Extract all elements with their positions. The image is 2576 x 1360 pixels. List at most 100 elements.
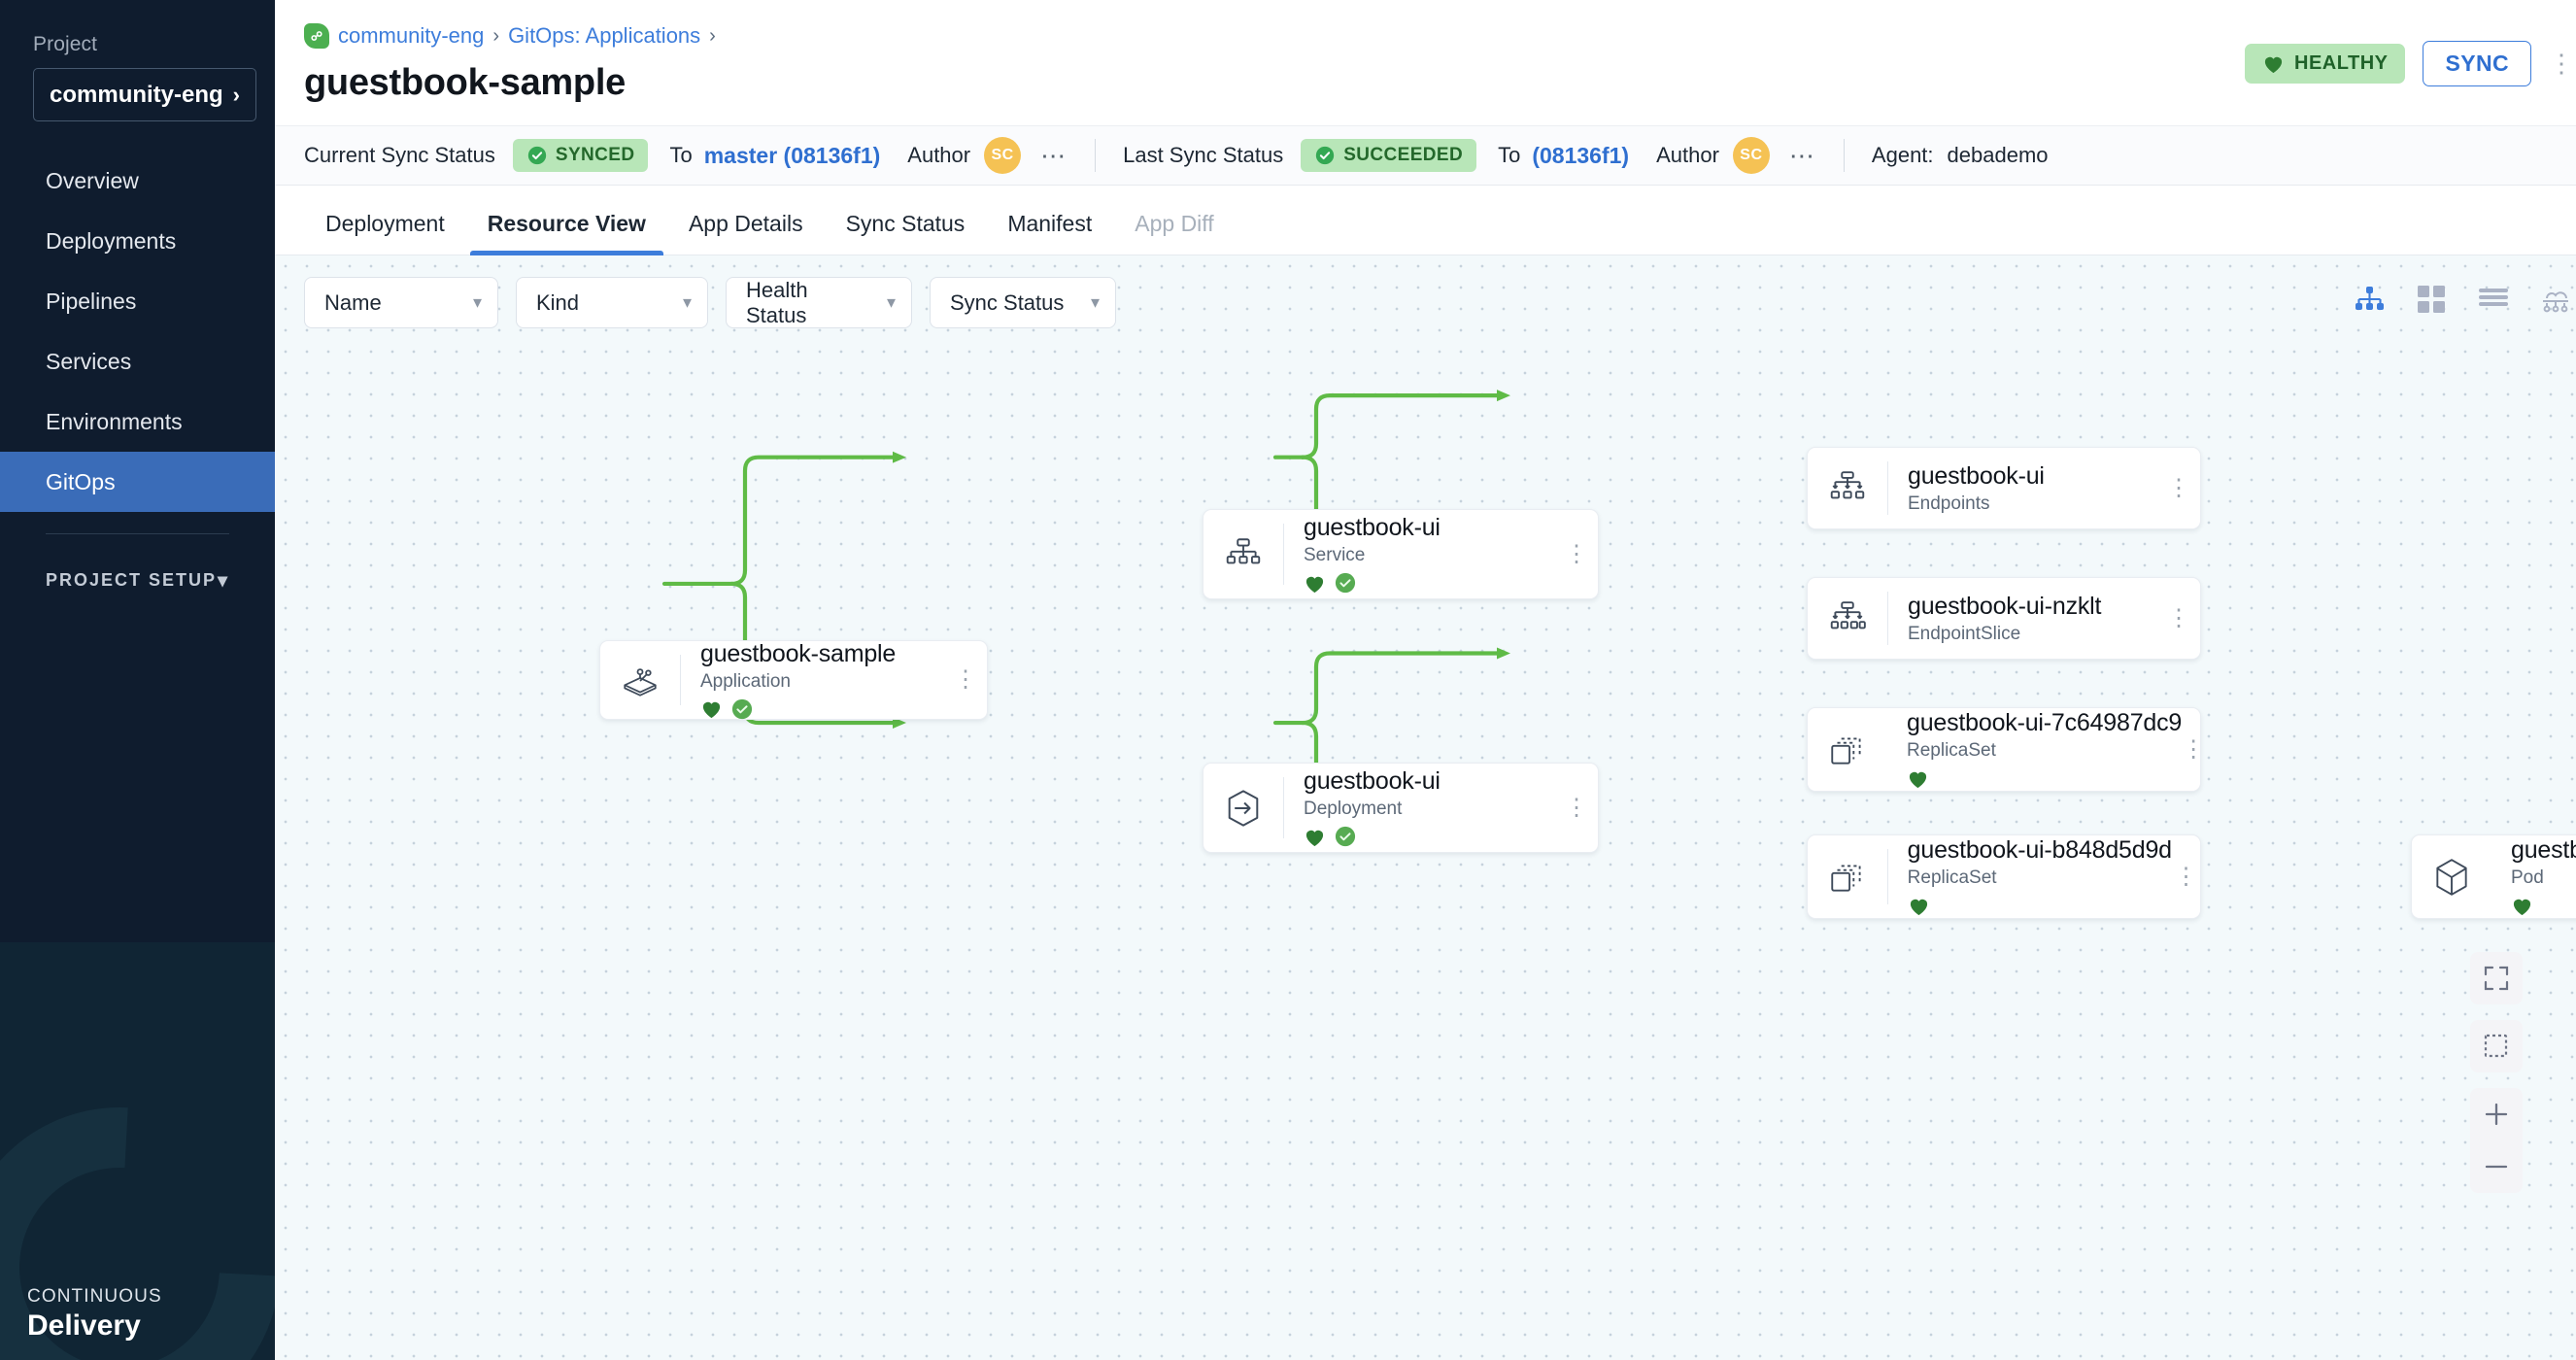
node-kind: Deployment bbox=[1304, 799, 1403, 819]
node-replicaset-guestbook-ui-b848d5d9d[interactable]: guestbook-ui-b848d5d9d ReplicaSet ⋮ bbox=[1807, 834, 2201, 919]
node-deployment-guestbook-ui[interactable]: guestbook-ui Deployment ⋮ bbox=[1203, 763, 1599, 853]
select-region-icon[interactable] bbox=[2470, 1020, 2523, 1072]
last-sync-to-label: To bbox=[1498, 143, 1521, 167]
filter-kind-label: Kind bbox=[536, 289, 580, 315]
node-overflow-menu-icon[interactable]: ⋮ bbox=[2182, 735, 2206, 763]
breadcrumb-link-applications[interactable]: GitOps: Applications bbox=[508, 23, 701, 48]
canvas-zoom-controls bbox=[2470, 952, 2523, 1193]
sidebar: Project community-eng › Overview Deploym… bbox=[0, 0, 275, 1360]
node-kind: Service bbox=[1304, 545, 1366, 565]
brand-logo-line2: Delivery bbox=[27, 1309, 141, 1342]
health-heart-icon bbox=[1909, 771, 1927, 788]
node-overflow-menu-icon[interactable]: ⋮ bbox=[1565, 794, 1588, 821]
node-overflow-menu-icon[interactable]: ⋮ bbox=[1565, 540, 1588, 567]
node-overflow-menu-icon[interactable]: ⋮ bbox=[2167, 604, 2190, 631]
brand-logo-line1: CONTINUOUS bbox=[27, 1286, 162, 1307]
last-author-avatar[interactable]: SC bbox=[1732, 137, 1770, 174]
sync-button[interactable]: SYNC bbox=[2423, 41, 2531, 86]
breadcrumb-separator-2: › bbox=[709, 24, 716, 47]
last-author-label: Author bbox=[1656, 143, 1719, 167]
node-divider bbox=[1887, 592, 1888, 645]
node-endpoints-guestbook-ui[interactable]: guestbook-ui Endpoints ⋮ bbox=[1807, 447, 2201, 529]
node-body: guestbook-ui-b848d5d9d ReplicaSet bbox=[1888, 836, 2172, 917]
node-application-guestbook-sample[interactable]: guestbook-sample Application ⋮ bbox=[599, 640, 988, 720]
node-kind: ReplicaSet bbox=[1907, 867, 1997, 888]
tab-resource-view[interactable]: Resource View bbox=[466, 211, 667, 255]
tab-app-details[interactable]: App Details bbox=[688, 211, 803, 236]
view-toggle-group bbox=[2353, 283, 2572, 316]
main-content: community-eng › GitOps: Applications › g… bbox=[275, 0, 2576, 1360]
filter-kind[interactable]: Kind ▾ bbox=[516, 277, 708, 328]
last-sync-overflow-icon[interactable]: ⋯ bbox=[1788, 141, 1816, 170]
node-body: guestbook-ui-7c64987dc9 ReplicaSet bbox=[1887, 709, 2182, 790]
node-divider bbox=[1887, 849, 1888, 904]
app-health-badge: HEALTHY bbox=[2245, 44, 2406, 84]
health-heart-icon bbox=[2513, 899, 2531, 915]
project-selector-value: community-eng bbox=[50, 81, 223, 108]
sidebar-nav: Overview Deployments Pipelines Services … bbox=[0, 151, 275, 512]
node-body: guestbook-sample Application bbox=[681, 640, 944, 721]
sidebar-item-environments[interactable]: Environments bbox=[46, 408, 183, 434]
node-overflow-menu-icon[interactable]: ⋮ bbox=[2167, 474, 2190, 501]
filter-name-label: Name bbox=[324, 289, 382, 315]
sidebar-item-pipelines[interactable]: Pipelines bbox=[46, 288, 137, 314]
header-overflow-menu-icon[interactable]: ⋮ bbox=[2549, 49, 2574, 78]
sidebar-item-deployments[interactable]: Deployments bbox=[46, 227, 177, 254]
tab-deployment[interactable]: Deployment bbox=[325, 211, 445, 236]
node-overflow-menu-icon[interactable]: ⋮ bbox=[954, 666, 977, 693]
project-label: Project bbox=[33, 33, 98, 55]
status-divider-2 bbox=[1843, 139, 1845, 172]
sidebar-item-overview[interactable]: Overview bbox=[46, 167, 139, 193]
node-name: guestbook-ui bbox=[1304, 514, 1441, 541]
tab-app-diff: App Diff bbox=[1135, 211, 1214, 236]
zoom-out-icon[interactable] bbox=[2470, 1140, 2523, 1193]
header-actions: HEALTHY SYNC ⋮ bbox=[2245, 41, 2574, 86]
filter-name[interactable]: Name ▾ bbox=[304, 277, 498, 328]
node-badges bbox=[1304, 571, 1555, 595]
tab-sync-status[interactable]: Sync Status bbox=[845, 211, 966, 236]
current-sync-status-badge: SYNCED bbox=[512, 139, 649, 172]
project-avatar-icon bbox=[304, 23, 329, 49]
sidebar-item-gitops[interactable]: GitOps bbox=[0, 452, 275, 512]
resource-graph-canvas[interactable]: Name ▾ Kind ▾ Health Status ▾ Sync Statu… bbox=[275, 255, 2576, 1360]
filter-health-status[interactable]: Health Status ▾ bbox=[726, 277, 912, 328]
breadcrumb: community-eng › GitOps: Applications › bbox=[304, 23, 2576, 49]
project-selector[interactable]: community-eng › bbox=[33, 68, 256, 121]
node-badges bbox=[1304, 825, 1555, 848]
node-kind: Pod bbox=[2511, 867, 2544, 888]
node-service-guestbook-ui[interactable]: guestbook-ui Service ⋮ bbox=[1203, 509, 1599, 599]
node-divider bbox=[1283, 524, 1284, 585]
node-endpointslice-guestbook-ui-nzklt[interactable]: guestbook-ui-nzklt EndpointSlice ⋮ bbox=[1807, 577, 2201, 660]
current-sync-overflow-icon[interactable]: ⋯ bbox=[1040, 141, 1068, 170]
grid-view-icon[interactable] bbox=[2415, 283, 2448, 316]
node-replicaset-guestbook-ui-7c64987dc9[interactable]: guestbook-ui-7c64987dc9 ReplicaSet ⋮ bbox=[1807, 707, 2205, 792]
node-badges bbox=[1908, 894, 2172, 917]
node-overflow-menu-icon[interactable]: ⋮ bbox=[2174, 863, 2198, 890]
sidebar-project-setup[interactable]: PROJECT SETUP ▾ bbox=[0, 558, 275, 602]
last-sync-revision[interactable]: (08136f1) bbox=[1532, 142, 1630, 168]
last-sync-status-label: Last Sync Status bbox=[1123, 143, 1284, 167]
application-icon bbox=[600, 660, 680, 700]
page-header: community-eng › GitOps: Applications › g… bbox=[275, 0, 2576, 186]
sidebar-item-services[interactable]: Services bbox=[46, 348, 132, 374]
breadcrumb-link-project[interactable]: community-eng bbox=[338, 23, 485, 48]
replicaset-icon bbox=[1808, 858, 1887, 897]
brand-logo: CONTINUOUS Delivery bbox=[27, 1286, 162, 1343]
network-view-icon[interactable] bbox=[2539, 283, 2572, 316]
chevron-down-icon: ▾ bbox=[682, 292, 692, 312]
tree-view-icon[interactable] bbox=[2353, 283, 2386, 316]
filter-sync-status[interactable]: Sync Status ▾ bbox=[930, 277, 1116, 328]
zoom-in-icon[interactable] bbox=[2470, 1088, 2523, 1140]
list-view-icon[interactable] bbox=[2477, 283, 2510, 316]
node-body: guestbook-ui-nzklt EndpointSlice bbox=[1888, 593, 2157, 645]
sidebar-footer: CONTINUOUS Delivery bbox=[0, 942, 275, 1360]
fit-screen-icon[interactable] bbox=[2470, 952, 2523, 1004]
endpointslice-icon bbox=[1808, 599, 1887, 638]
node-name: guestbook-ui-b848d5d9… bbox=[2511, 836, 2576, 864]
tab-manifest[interactable]: Manifest bbox=[1007, 211, 1093, 236]
current-author-avatar[interactable]: SC bbox=[984, 137, 1022, 174]
current-sync-status-value: SYNCED bbox=[555, 145, 635, 165]
node-pod-guestbook-ui-b848d5d9[interactable]: guestbook-ui-b848d5d9… Pod ⋮ bbox=[2411, 834, 2576, 919]
node-body: guestbook-ui Endpoints bbox=[1888, 462, 2157, 515]
current-sync-revision[interactable]: master (08136f1) bbox=[703, 142, 881, 168]
